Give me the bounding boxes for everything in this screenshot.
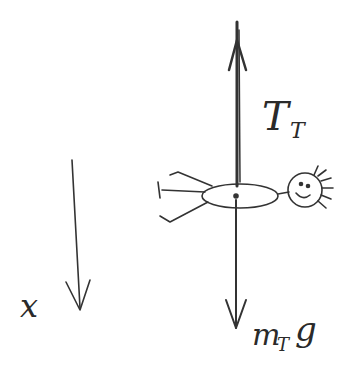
weight-arrow — [226, 200, 246, 328]
axis-arrow — [66, 160, 90, 310]
mass-symbol: m — [252, 320, 280, 350]
subscript: T — [277, 336, 289, 354]
axis-label: x — [20, 290, 38, 322]
tension-arrow — [229, 22, 246, 186]
force-symbol: T — [262, 96, 289, 136]
gravity-symbol: g — [295, 312, 317, 346]
stick-figure — [158, 166, 333, 222]
subscript: T — [290, 120, 305, 142]
